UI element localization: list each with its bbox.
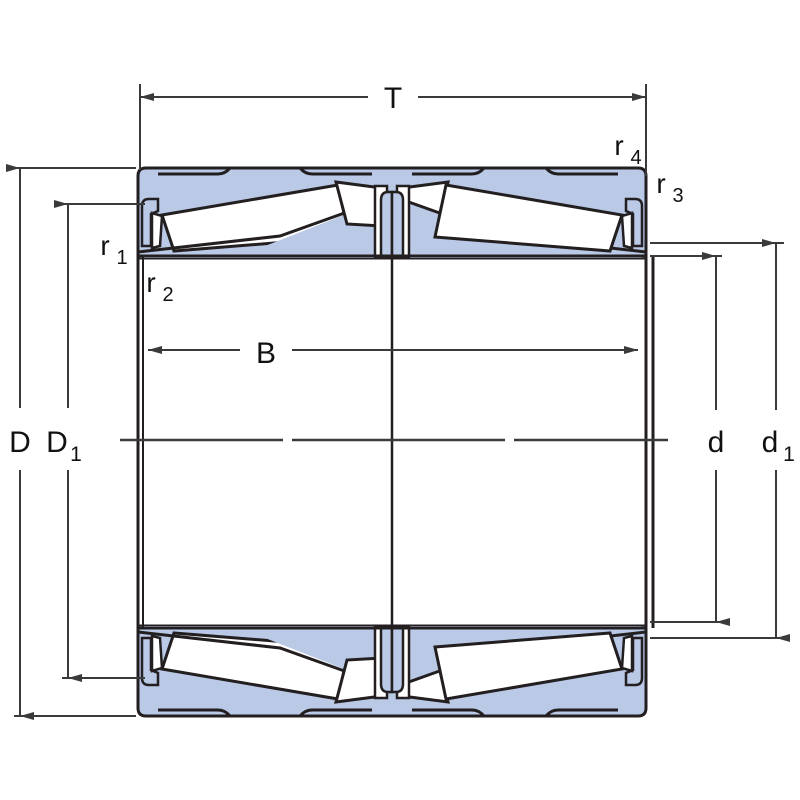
cage-left-top xyxy=(140,197,164,250)
bearing-bottom-half xyxy=(136,624,648,718)
label-B: B xyxy=(256,337,276,370)
roller-row-4 xyxy=(433,183,624,253)
dimension-D xyxy=(6,164,136,720)
label-d: d xyxy=(708,426,725,459)
spacer-center-bottom xyxy=(373,624,411,700)
dimension-layer xyxy=(6,84,790,720)
cage-right-top xyxy=(620,197,644,250)
label-r2: r 2 xyxy=(146,267,173,306)
bearing-top-half xyxy=(136,166,648,260)
label-D1-subscript: 1 xyxy=(70,443,82,466)
cage-right-bottom xyxy=(620,634,644,687)
label-D1-base: D xyxy=(46,426,68,459)
label-r2-base: r xyxy=(146,267,155,298)
label-r1: r 1 xyxy=(100,230,127,269)
spacer-center-top xyxy=(373,184,411,260)
label-r1-base: r xyxy=(100,230,109,261)
label-T: T xyxy=(384,82,402,115)
outer-ring-top-notches xyxy=(158,167,618,176)
label-layer: T B D D 1 d d 1 r 1 r 2 r 3 r 4 xyxy=(9,82,795,466)
label-r4-subscript: 4 xyxy=(630,147,641,169)
label-r3-base: r xyxy=(656,168,665,199)
dimension-d1 xyxy=(650,239,790,642)
label-r1-subscript: 1 xyxy=(116,247,127,269)
outer-ring-bottom-notches xyxy=(158,708,618,717)
label-r3-subscript: 3 xyxy=(672,185,683,207)
cone-left-top xyxy=(138,196,392,258)
cage-left-bottom xyxy=(140,634,164,687)
label-r3: r 3 xyxy=(656,168,683,207)
label-d1: d 1 xyxy=(762,426,795,466)
bearing-body xyxy=(120,166,668,718)
label-d1-base: d xyxy=(762,426,779,459)
dimension-D1 xyxy=(54,200,145,682)
label-d1-subscript: 1 xyxy=(783,443,795,466)
inner-ring-bore xyxy=(136,256,655,628)
dimension-d xyxy=(650,252,730,626)
label-r4: r 4 xyxy=(614,130,641,169)
cone-right-top xyxy=(392,196,646,258)
label-D1: D 1 xyxy=(46,426,82,466)
roller-row-4-lower xyxy=(433,631,624,701)
label-r2-subscript: 2 xyxy=(162,284,173,306)
label-D: D xyxy=(9,426,31,459)
label-r4-base: r xyxy=(614,130,623,161)
